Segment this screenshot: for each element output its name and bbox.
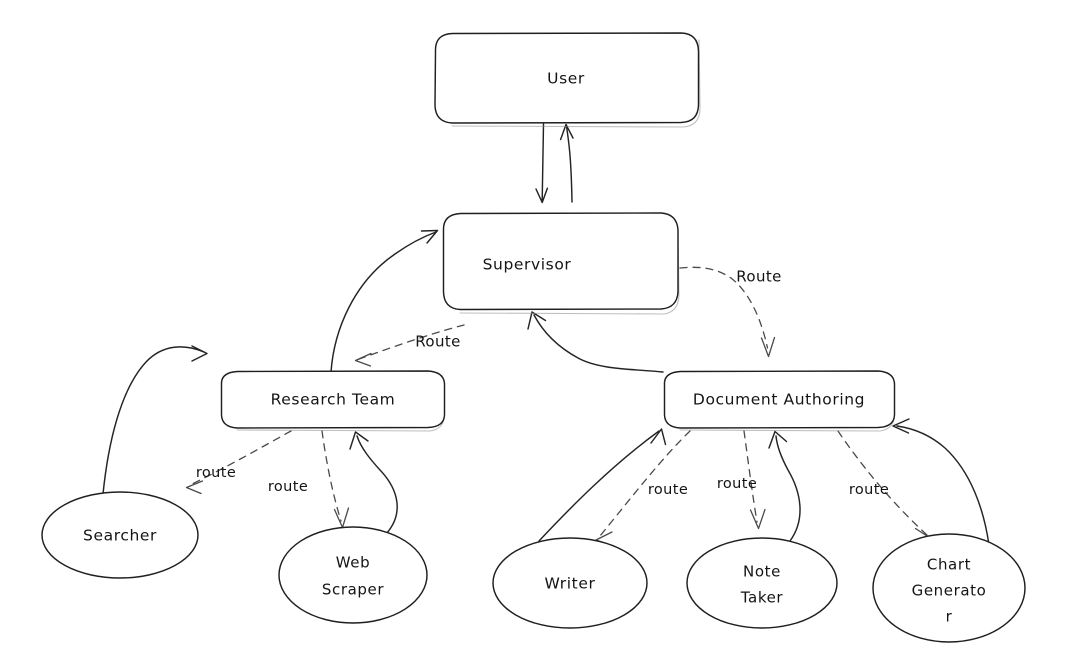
node-chart-generator-label-line1: Chart [927, 556, 971, 574]
node-note-taker-label-line2: Taker [740, 589, 784, 607]
edge-web-scraper-to-research-team [349, 431, 398, 535]
edge-research-team-to-supervisor [330, 229, 439, 373]
node-searcher-label: Searcher [83, 527, 157, 545]
edge-label-route-note-taker: route [717, 476, 757, 492]
edge-document-authoring-to-note-taker [743, 430, 766, 530]
edge-writer-to-document-authoring [538, 428, 667, 542]
node-chart-generator[interactable]: Chart Generato r [872, 533, 1026, 643]
node-web-scraper-label-line1: Web [336, 554, 371, 572]
edge-label-route-searcher: route [196, 465, 236, 481]
edge-research-team-to-searcher [185, 430, 292, 495]
node-research-team[interactable]: Research Team [220, 370, 446, 432]
node-research-team-label: Research Team [271, 391, 396, 409]
edge-label-route-web-scraper: route [268, 479, 308, 495]
node-note-taker[interactable]: Note Taker [686, 537, 838, 629]
edge-user-to-supervisor [535, 123, 549, 204]
node-chart-generator-label-line3: r [946, 608, 953, 626]
node-document-authoring-label: Document Authoring [693, 391, 865, 409]
node-searcher[interactable]: Searcher [41, 491, 199, 579]
node-web-scraper-label-line2: Scraper [322, 581, 384, 599]
node-writer-label: Writer [545, 575, 596, 593]
node-supervisor-label: Supervisor [483, 256, 572, 274]
edge-chart-generator-to-document-authoring [892, 418, 990, 546]
node-writer[interactable]: Writer [492, 537, 648, 629]
node-document-authoring[interactable]: Document Authoring [663, 370, 896, 432]
edge-note-taker-to-document-authoring [768, 430, 801, 542]
edge-label-route-document-authoring: Route [736, 268, 782, 286]
edge-supervisor-to-user [559, 123, 574, 203]
edge-searcher-to-research-team [102, 345, 208, 495]
edge-supervisor-to-document-authoring [679, 266, 776, 358]
edge-label-route-writer: route [648, 482, 688, 498]
node-chart-generator-label-line2: Generato [912, 582, 987, 600]
edge-document-authoring-to-supervisor [527, 311, 664, 373]
node-user[interactable]: User [434, 32, 701, 128]
edge-label-route-research-team: Route [415, 333, 461, 351]
node-note-taker-label-line1: Note [743, 563, 781, 581]
edge-label-route-chart-generator: route [849, 482, 889, 498]
node-supervisor[interactable]: Supervisor [442, 212, 680, 315]
edge-research-team-to-web-scraper [321, 430, 350, 529]
node-user-label: User [547, 70, 585, 88]
edge-supervisor-to-research-team [354, 324, 465, 367]
node-web-scraper[interactable]: Web Scraper [278, 526, 428, 624]
